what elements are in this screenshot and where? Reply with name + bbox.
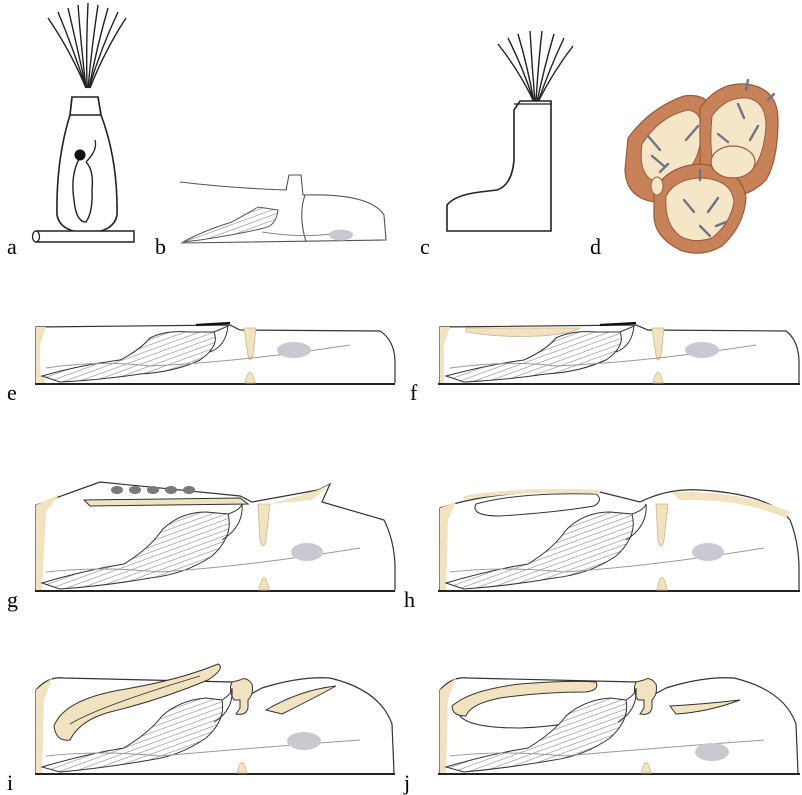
panel-label-e: e <box>7 380 17 405</box>
panel-f-illustration <box>438 323 800 385</box>
panel-label-a: a <box>7 234 17 259</box>
stolon <box>33 231 135 242</box>
panel-label-d: d <box>590 234 601 259</box>
panel-c-illustration <box>447 31 573 231</box>
panel-i-illustration <box>35 664 395 775</box>
baseplate <box>438 590 800 592</box>
baseplate <box>35 590 395 592</box>
zooid-body <box>447 101 551 231</box>
panel-h-illustration <box>438 489 800 592</box>
nucleus <box>287 732 321 750</box>
baseplate <box>438 383 800 385</box>
panel-j-illustration <box>438 678 800 775</box>
lophophore-tentacles <box>498 31 573 102</box>
panel-label-h: h <box>404 587 415 612</box>
lophophore-tentacles <box>48 3 126 88</box>
nucleus <box>277 342 311 358</box>
ganglion <box>75 150 86 161</box>
panel-b-illustration <box>180 175 386 243</box>
panel-label-f: f <box>410 380 418 405</box>
zooid-body <box>57 97 117 233</box>
statoblast-central <box>711 146 755 178</box>
panel-label-i: i <box>7 770 13 795</box>
panel-g-illustration <box>35 482 395 592</box>
panel-label-g: g <box>7 587 18 612</box>
panel-label-b: b <box>155 234 166 259</box>
statoblast-pore <box>651 177 663 195</box>
baseplate <box>35 773 395 775</box>
nucleus <box>291 543 323 561</box>
nucleus <box>685 342 719 358</box>
nucleus <box>329 230 353 241</box>
nucleus <box>692 543 724 561</box>
baseplate <box>35 383 395 385</box>
panel-label-c: c <box>420 234 430 259</box>
panel-d-illustration <box>625 80 778 253</box>
panel-e-illustration <box>35 323 395 385</box>
frontal-shield <box>84 498 248 506</box>
panel-a-illustration <box>33 3 135 242</box>
baseplate <box>438 773 800 775</box>
nucleus <box>695 743 729 761</box>
panel-label-j: j <box>403 770 410 795</box>
